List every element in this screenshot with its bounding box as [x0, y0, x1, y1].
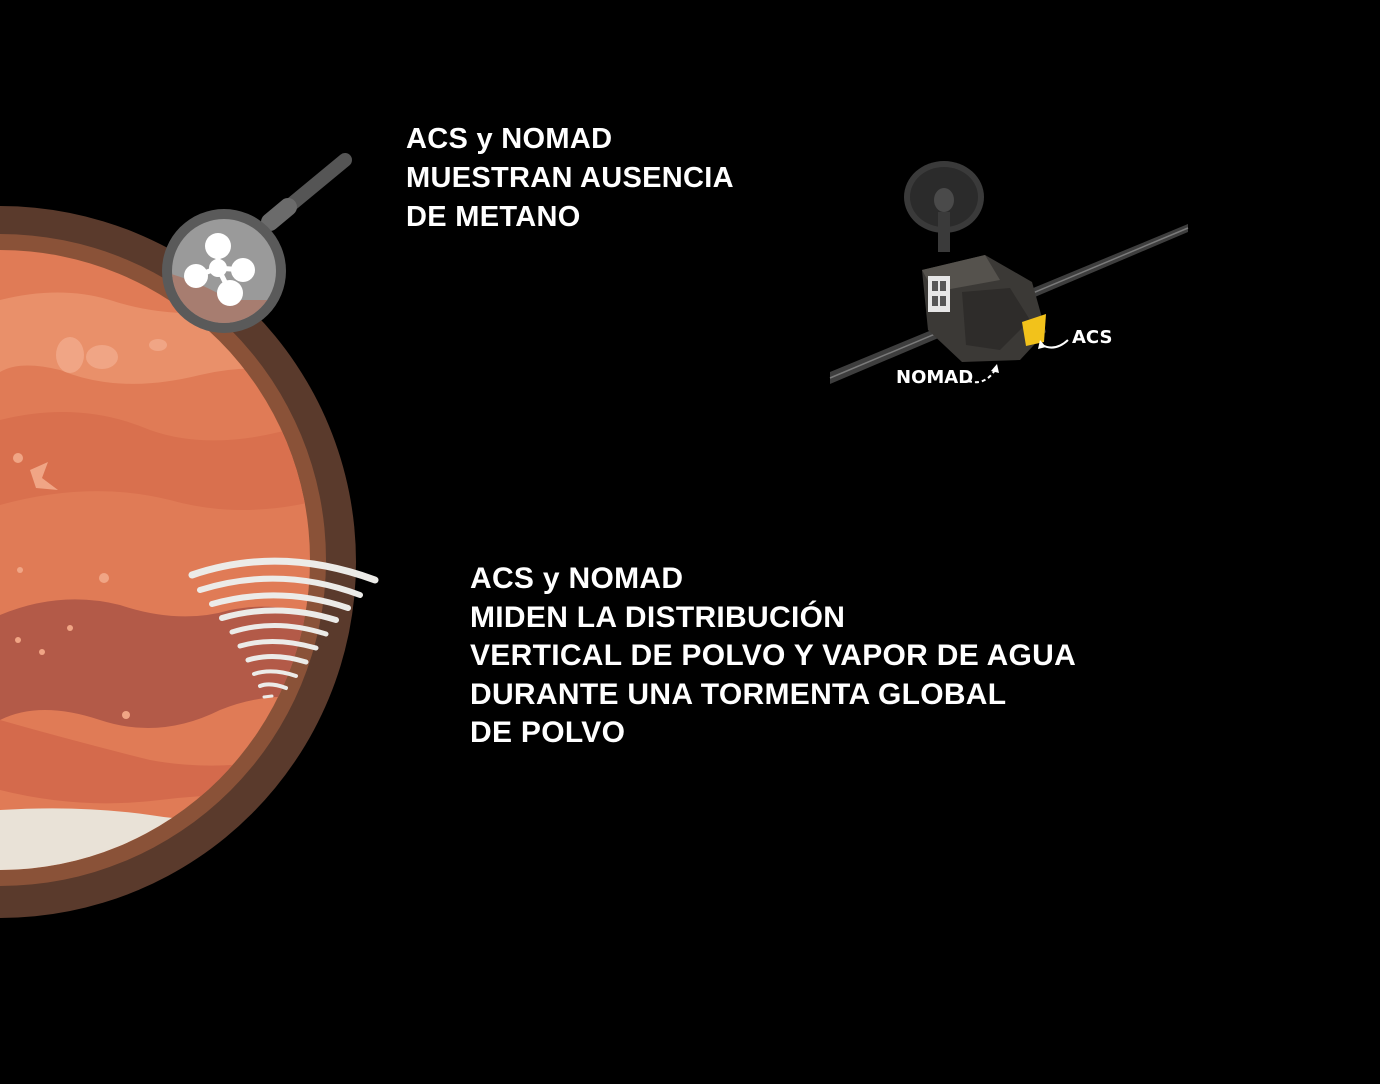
nomad-label: NOMAD [896, 367, 973, 388]
acs-label-group: ACS [1038, 327, 1112, 349]
caption-line: DE POLVO [470, 716, 626, 749]
caption-line: DURANTE UNA TORMENTA GLOBAL [470, 677, 1007, 711]
dust-storm-icon [188, 557, 379, 699]
acs-label: ACS [1072, 327, 1112, 348]
methane-molecule-icon [184, 233, 255, 306]
caption-dust-water-vapor: ACS y NOMAD MIDEN LA DISTRIBUCIÓN VERTIC… [470, 560, 1076, 753]
caption-line: VERTICAL DE POLVO Y VAPOR DE AGUA [470, 639, 1077, 672]
caption-line: ACS y NOMAD [406, 123, 613, 155]
caption-line: MIDEN LA DISTRIBUCIÓN [470, 600, 846, 634]
trace-gas-orbiter-icon [829, 161, 1189, 384]
caption-line: DE METANO [406, 201, 581, 233]
caption-line: MUESTRAN AUSENCIA [406, 162, 734, 194]
caption-line: ACS y NOMAD [470, 562, 684, 595]
nomad-label-group: NOMAD [896, 364, 999, 388]
caption-methane-absence: ACS y NOMAD MUESTRAN AUSENCIA DE METANO [406, 120, 734, 237]
